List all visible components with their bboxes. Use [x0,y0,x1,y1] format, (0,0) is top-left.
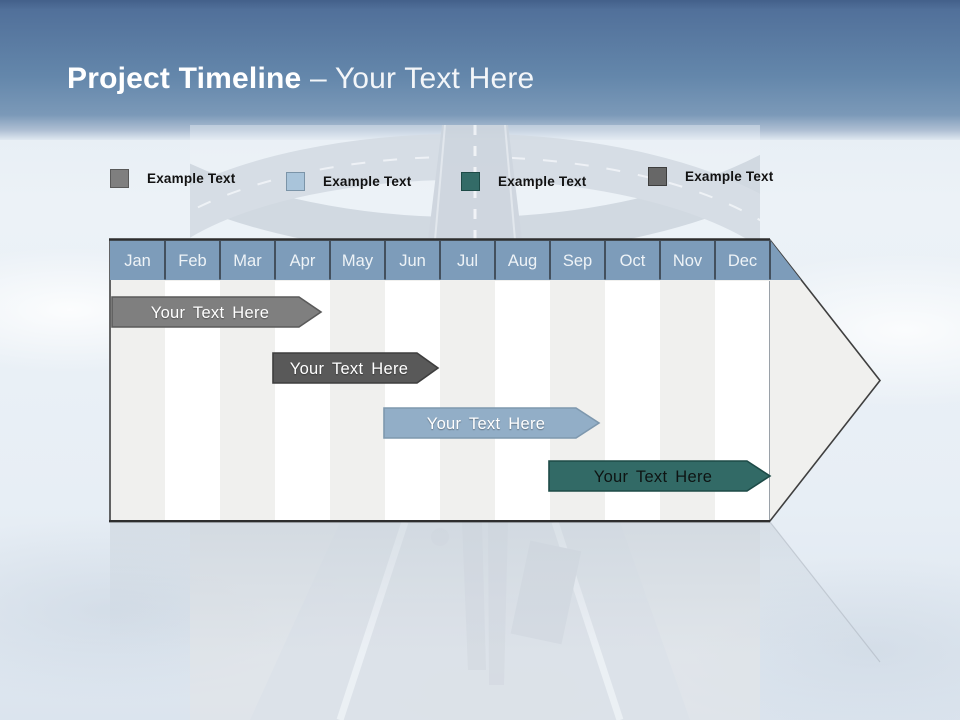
month-header: Dec [728,252,757,270]
slide-title-regular: – Your Text Here [309,62,535,95]
slide-title: Project Timeline – Your Text Here [67,62,534,96]
month-header: Jan [124,252,151,270]
legend-item: Example Text [110,169,235,188]
legend-item: Example Text [648,167,773,186]
month-header: May [342,252,374,270]
task-bars: Your Text Here Your Text Here Your Text … [111,296,772,492]
month-header: Mar [233,252,262,270]
month-header: Feb [178,252,206,270]
legend-swatch-darkgray [648,167,667,186]
chart-reflection [110,521,881,720]
legend-item: Example Text [286,172,411,191]
legend-label: Example Text [685,169,774,184]
month-header: Oct [620,252,646,270]
slide-title-bold: Project Timeline [67,62,302,95]
legend-label: Example Text [498,174,587,189]
task-bar-label: Your Text Here [290,360,408,378]
task-bar-label: Your Text Here [427,415,545,433]
month-header-row: Jan Feb Mar Apr May Jun Jul Aug Sep Oct … [110,240,801,280]
month-header: Aug [508,252,537,270]
task-bar-gray: Your Text Here [111,296,323,328]
month-header: Sep [563,252,592,270]
task-bar-darkgray: Your Text Here [272,352,440,384]
month-header: Jul [457,252,478,270]
task-bar-label: Your Text Here [594,468,712,486]
legend-swatch-teal [461,172,480,191]
legend-swatch-lightblue [286,172,305,191]
month-header: Nov [673,252,703,270]
month-header: Jun [399,252,426,270]
legend-label: Example Text [323,174,412,189]
legend-item: Example Text [461,172,586,191]
task-bar-teal: Your Text Here [548,460,772,492]
task-bar-label: Your Text Here [151,304,269,322]
month-header: Apr [290,252,316,270]
sky-gradient-band [0,0,960,140]
legend-label: Example Text [147,171,236,186]
legend-swatch-gray [110,169,129,188]
task-bar-lightblue: Your Text Here [383,407,601,439]
